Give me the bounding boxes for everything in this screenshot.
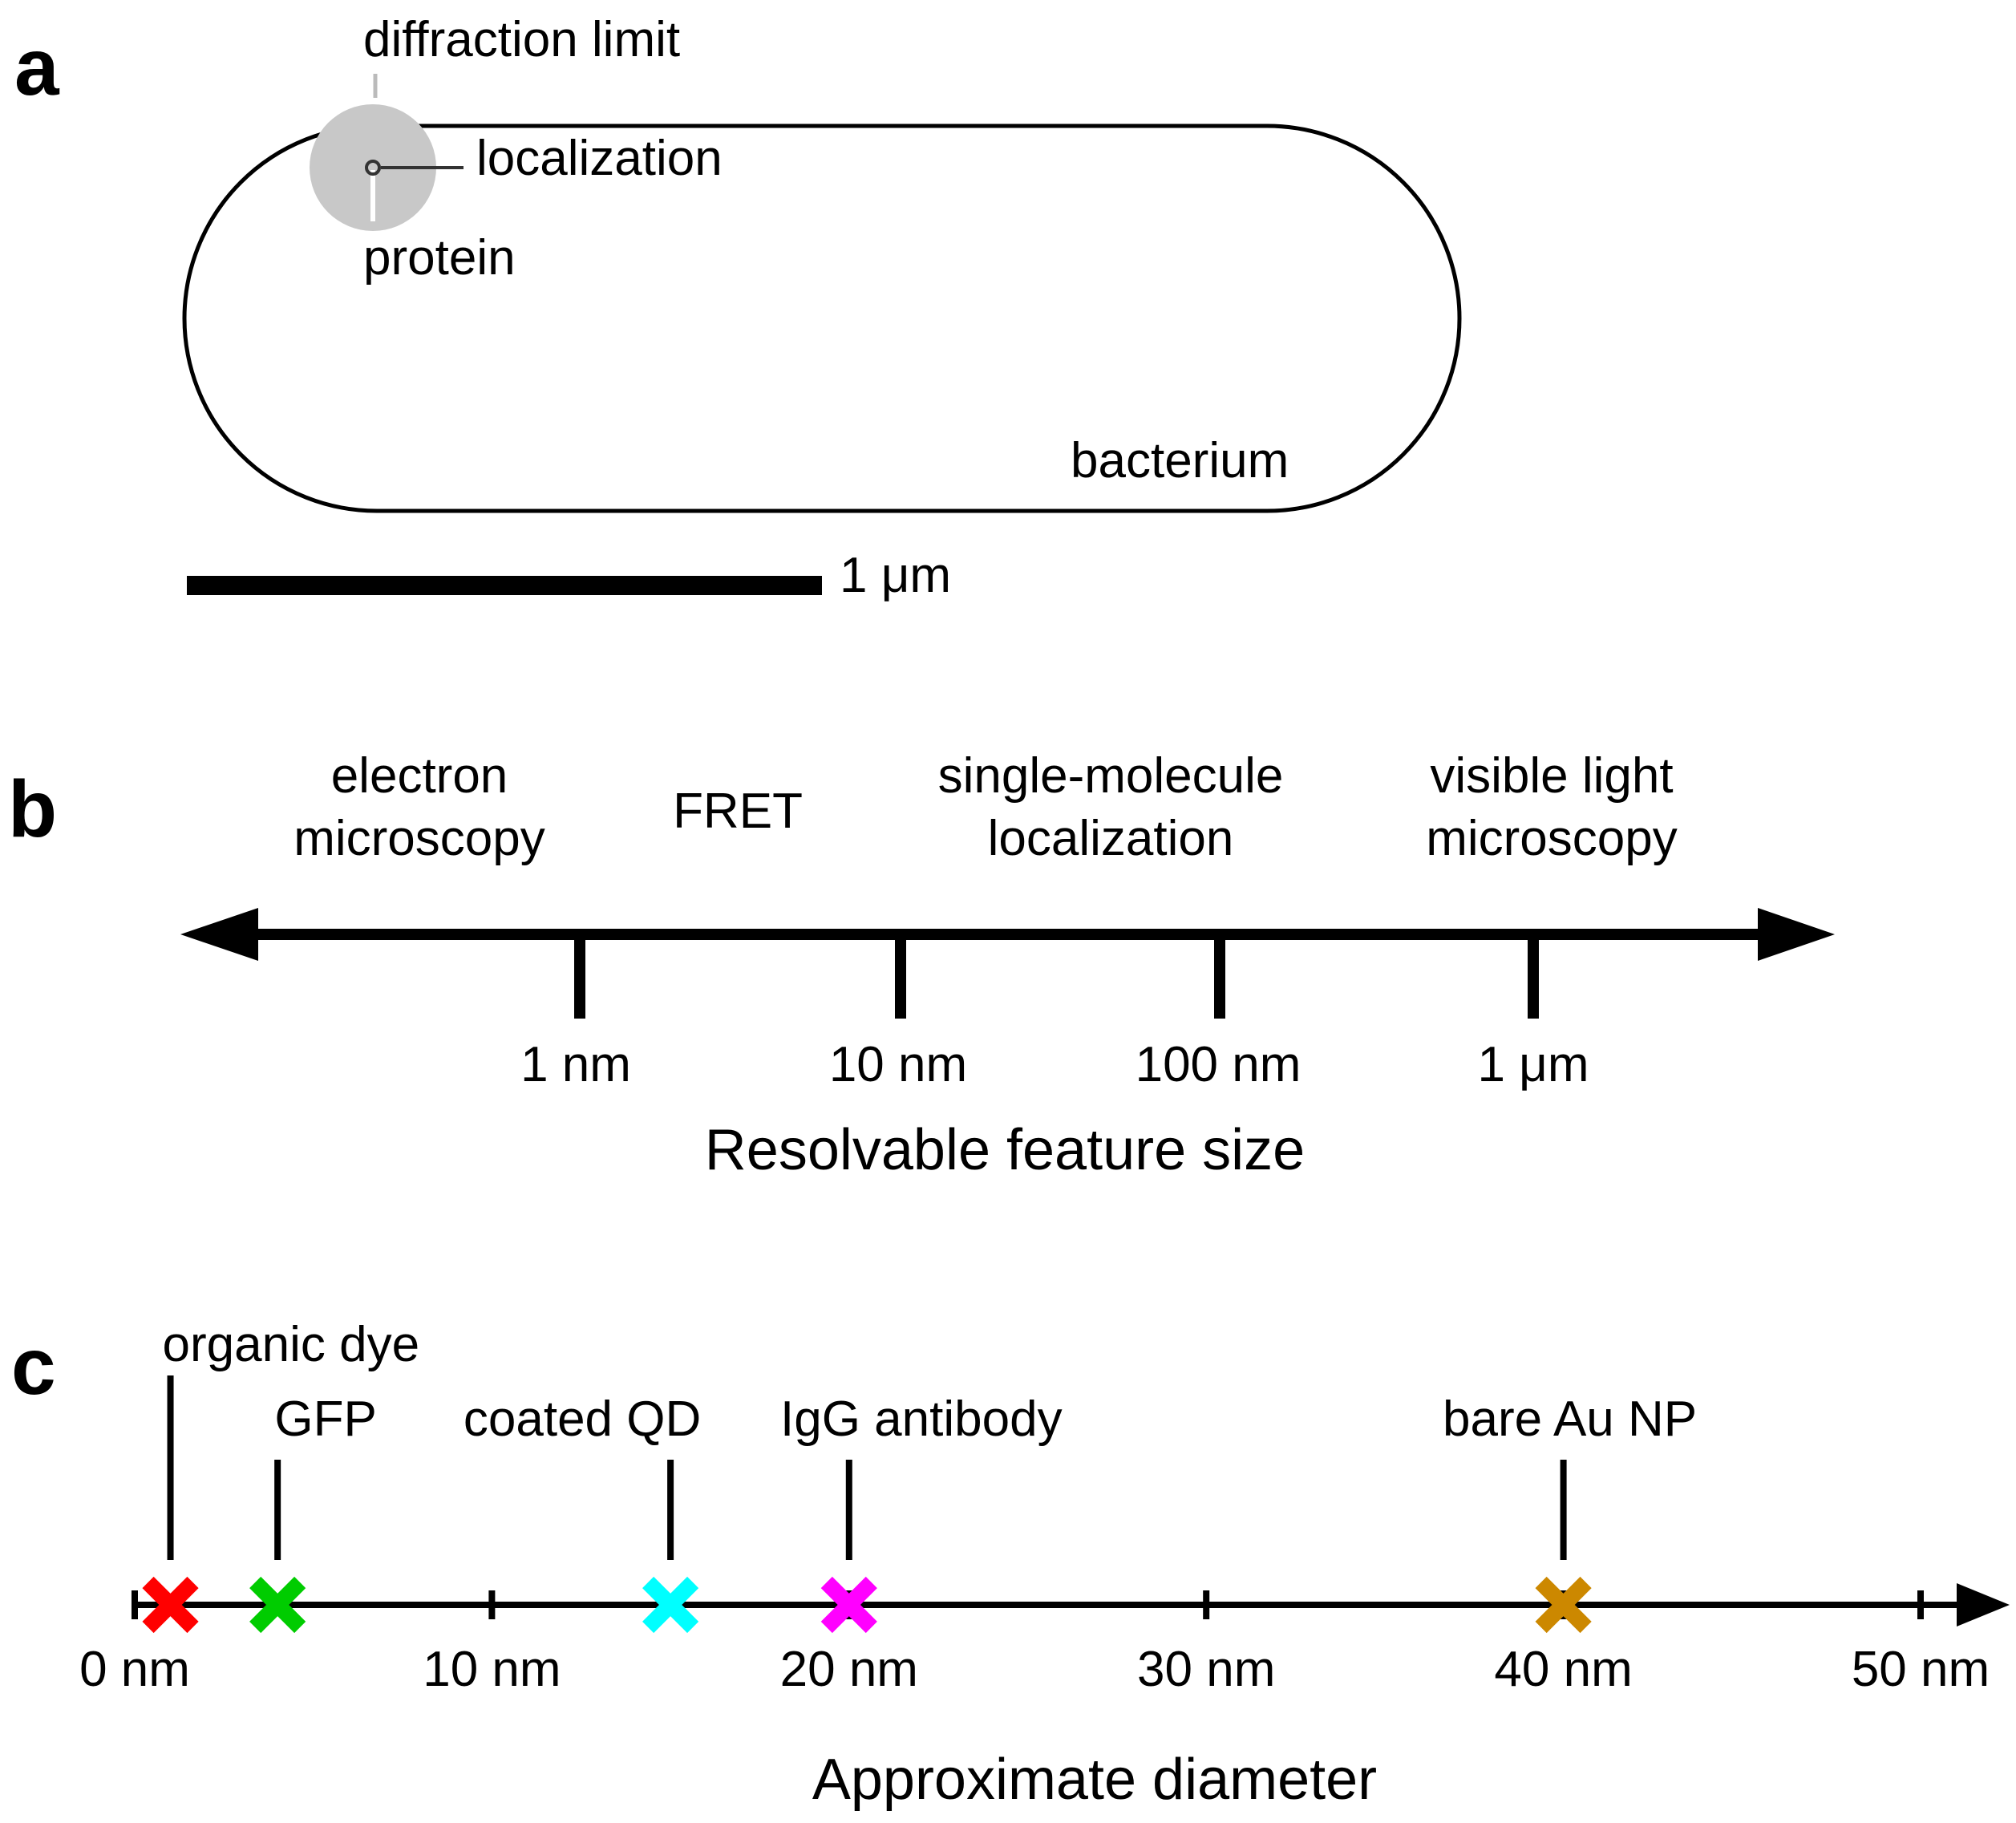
tick-label-10nm: 10 nm [423, 1642, 561, 1697]
marker-label-gfp: GFP [274, 1392, 376, 1447]
method-smlm-line2: localization [988, 811, 1234, 866]
panel-a-letter: a [14, 22, 60, 112]
tick-label-50nm: 50 nm [1852, 1642, 1990, 1697]
axis-arrow-left [180, 908, 258, 961]
tick-label-1nm: 1 nm [520, 1037, 631, 1092]
protein-label: protein [363, 230, 516, 286]
tick-label-1um: 1 μm [1477, 1037, 1589, 1092]
tick-label-10nm: 10 nm [829, 1037, 967, 1092]
tick-label-0nm: 0 nm [79, 1642, 190, 1697]
method-fret: FRET [673, 784, 803, 839]
method-smlm-line1: single-molecule [938, 748, 1284, 804]
method-visible-line1: visible light [1430, 748, 1673, 804]
marker-igg-antibody [820, 1576, 877, 1634]
marker-label-coated-qd: coated QD [464, 1392, 701, 1447]
marker-coated-qd [642, 1576, 699, 1634]
marker-organic-dye [142, 1576, 199, 1634]
diameter-axis-arrow [1957, 1583, 2010, 1627]
panel-c-letter: c [11, 1322, 56, 1412]
bacterium-outline [182, 124, 1462, 513]
marker-label-organic-dye: organic dye [163, 1317, 420, 1372]
bacterium-label: bacterium [1071, 433, 1289, 488]
tick-label-20nm: 20 nm [780, 1642, 918, 1697]
panel-c: c 0 nm 10 nm 20 nm 30 nm 40 nm 50 nm organic … [11, 1317, 2010, 1812]
tick-label-40nm: 40 nm [1494, 1642, 1632, 1697]
panel-b-letter: b [8, 764, 57, 854]
marker-label-bare-au-np: bare Au NP [1443, 1392, 1697, 1447]
tick-label-30nm: 30 nm [1137, 1642, 1275, 1697]
panel-b: b electron microscopy FRET single-molecu… [8, 748, 1835, 1182]
marker-label-igg-antibody: IgG antibody [780, 1392, 1063, 1447]
axis-arrow-right [1758, 908, 1835, 961]
scale-bar [187, 576, 822, 595]
panel-a: a diffraction limit localization protein… [14, 12, 1462, 603]
localization-dot [365, 160, 381, 176]
method-visible-line2: microscopy [1426, 811, 1678, 866]
marker-bare-au-np [1535, 1576, 1592, 1634]
method-electron-line1: electron [331, 748, 508, 804]
diffraction-limit-disk [310, 104, 436, 231]
diffraction-limit-label: diffraction limit [363, 12, 680, 67]
tick-label-100nm: 100 nm [1136, 1037, 1301, 1092]
panel-b-axis-label: Resolvable feature size [705, 1118, 1305, 1182]
diameter-ticks: 0 nm 10 nm 20 nm 30 nm 40 nm 50 nm [79, 1590, 1990, 1697]
method-electron-line2: microscopy [293, 811, 545, 866]
scale-bar-label: 1 μm [840, 548, 951, 603]
localization-label: localization [476, 131, 723, 186]
panel-c-axis-label: Approximate diameter [812, 1748, 1377, 1812]
marker-gfp [249, 1576, 306, 1634]
